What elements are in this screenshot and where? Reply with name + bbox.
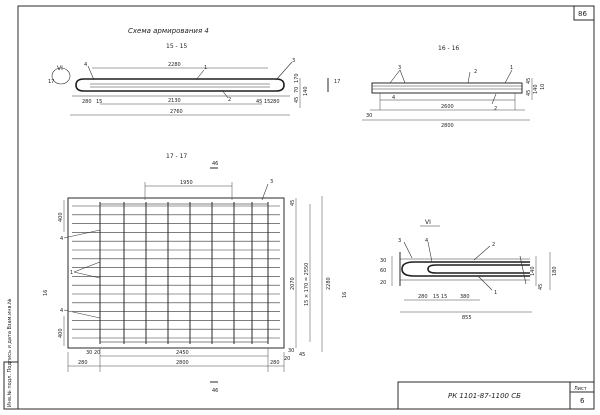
dim-15-top: 2280 xyxy=(168,62,181,68)
callout-vi-1: 1 xyxy=(494,290,497,296)
loop-vi-outer xyxy=(401,261,530,277)
dim-17-rs0: 20 xyxy=(284,356,290,362)
dim-vi-1: 15 xyxy=(433,294,439,300)
dim-vi-0: 280 xyxy=(418,294,428,300)
view-vi-label: VI xyxy=(425,219,431,226)
view-17-section: 17 - 17 46 46 16 16 1950 3 1 4 4 400 400… xyxy=(43,153,348,394)
dim-15-r0: 170 xyxy=(294,73,300,83)
dim-17-rs1: 30 xyxy=(288,348,294,354)
stamp-code: РК 1101-87-1100 СБ xyxy=(448,392,521,400)
dim-vi-2: 15 xyxy=(441,294,447,300)
dim-17-b5: 30 xyxy=(86,350,92,356)
callout-17-3: 3 xyxy=(270,179,273,185)
callout-16-1: 1 xyxy=(510,65,513,71)
dim-17-b2: 280 xyxy=(78,360,88,366)
callout-16-3: 3 xyxy=(398,65,401,71)
dim-vi-l2: 20 xyxy=(380,280,386,286)
callout-15-4: 4 xyxy=(84,62,87,68)
dim-vi-l1: 60 xyxy=(380,268,386,274)
dim-vi-r0: 140 xyxy=(530,266,536,276)
dim-17-s1: 2070 xyxy=(290,277,296,290)
dim-17-left-bot: 400 xyxy=(58,328,64,338)
dim-vi-l0: 30 xyxy=(380,258,386,264)
dim-16-left: 30 xyxy=(366,113,372,119)
view-15-marker: VI xyxy=(57,65,63,72)
callout-vi-4: 4 xyxy=(425,238,428,244)
slab-16 xyxy=(371,82,523,94)
dim-17-left-top: 400 xyxy=(58,212,64,222)
dim-15-small-left: 280 xyxy=(82,99,92,105)
dim-15-r2: 45 xyxy=(294,97,300,103)
view-16-label: 16 - 16 xyxy=(438,45,459,52)
mesh-outline xyxy=(67,197,285,349)
dim-15-r1: 70 xyxy=(294,87,300,93)
page-number-box xyxy=(573,5,595,21)
cut-17-left: 16 xyxy=(43,290,49,296)
view-15-cut-right: 17 xyxy=(334,79,340,85)
view-15-cut-left: 17 xyxy=(48,79,54,85)
callout-17-1: 1 xyxy=(70,270,73,276)
dim-16-total: 2800 xyxy=(441,123,454,129)
dim-17-b1: 2800 xyxy=(176,360,189,366)
dim-17-b3: 280 xyxy=(270,360,280,366)
cut-17-top: 46 xyxy=(212,161,218,167)
dim-15-small-mid: 15 xyxy=(96,99,102,105)
callout-vi-2: 2 xyxy=(492,242,495,248)
dim-16-r0: 45 xyxy=(526,78,532,84)
dim-15-r3: 140 xyxy=(303,86,309,96)
dim-17-s2: 2280 xyxy=(326,277,332,290)
callout-vi-3: 3 xyxy=(398,238,401,244)
callout-16-4: 4 xyxy=(392,95,395,101)
side-stamp-text: Инв.№ подл. Подпись и дата Взам.инв.№ xyxy=(7,298,13,407)
view-17-label: 17 - 17 xyxy=(166,153,187,160)
scheme-title: Схема армирования 4 xyxy=(128,27,209,35)
dim-vi-r1: 180 xyxy=(552,266,558,276)
view-16-section: 16 - 16 2600 2800 30 3 4 2 1 2 45 140 45… xyxy=(362,45,546,129)
dim-vi-4: 855 xyxy=(462,315,472,321)
cut-17-bottom: 46 xyxy=(212,388,218,394)
dim-17-b0: 2450 xyxy=(176,350,189,356)
view-vi-section: VI 3 4 2 1 280 15 15 380 855 30 60 20 14… xyxy=(380,219,558,321)
callout-16-2b: 2 xyxy=(494,106,497,112)
dim-17-b4: 20 xyxy=(94,350,100,356)
sheet-number: 6 xyxy=(580,397,585,405)
view-15-label: 15 - 15 xyxy=(166,43,187,50)
callout-15-1: 1 xyxy=(204,65,207,71)
dim-15-small-r3: 15 xyxy=(264,99,270,105)
view-15-section: 15 - 15 VI 17 17 2280 2130 2760 280 15 2… xyxy=(48,43,340,116)
title-block xyxy=(397,381,595,410)
dim-16-inner: 2600 xyxy=(441,104,454,110)
dim-vi-r2: 45 xyxy=(538,284,544,290)
page-number: 86 xyxy=(578,10,587,18)
dim-16-r3: 10 xyxy=(540,84,546,90)
cut-17-right: 16 xyxy=(342,292,348,298)
dim-17-s3: 15 × 170 = 2550 xyxy=(304,263,310,306)
dim-16-r1: 140 xyxy=(533,84,539,94)
sheet-frame xyxy=(17,5,595,410)
dim-16-r2: 45 xyxy=(526,90,532,96)
dim-15-small-r2: 45 xyxy=(256,99,262,105)
loop-bar-15 xyxy=(75,78,285,92)
dim-vi-3: 380 xyxy=(460,294,470,300)
dim-15-small-right: 280 xyxy=(270,99,280,105)
callout-17-4b: 4 xyxy=(60,308,63,314)
sheet-label: Лист xyxy=(574,386,587,392)
mesh-grid xyxy=(72,202,280,344)
dim-15-total: 2760 xyxy=(170,109,183,115)
dim-15-inner: 2130 xyxy=(168,98,181,104)
loop-vi-inner xyxy=(427,264,530,274)
callout-17-4a: 4 xyxy=(60,236,63,242)
callout-15-3: 3 xyxy=(292,58,295,64)
dim-17-rs2: 45 xyxy=(299,352,305,358)
side-stamp-box xyxy=(3,361,19,410)
dim-17-top: 1950 xyxy=(180,180,193,186)
callout-16-2: 2 xyxy=(474,69,477,75)
callout-15-2: 2 xyxy=(228,97,231,103)
dim-17-s0: 45 xyxy=(290,200,296,206)
